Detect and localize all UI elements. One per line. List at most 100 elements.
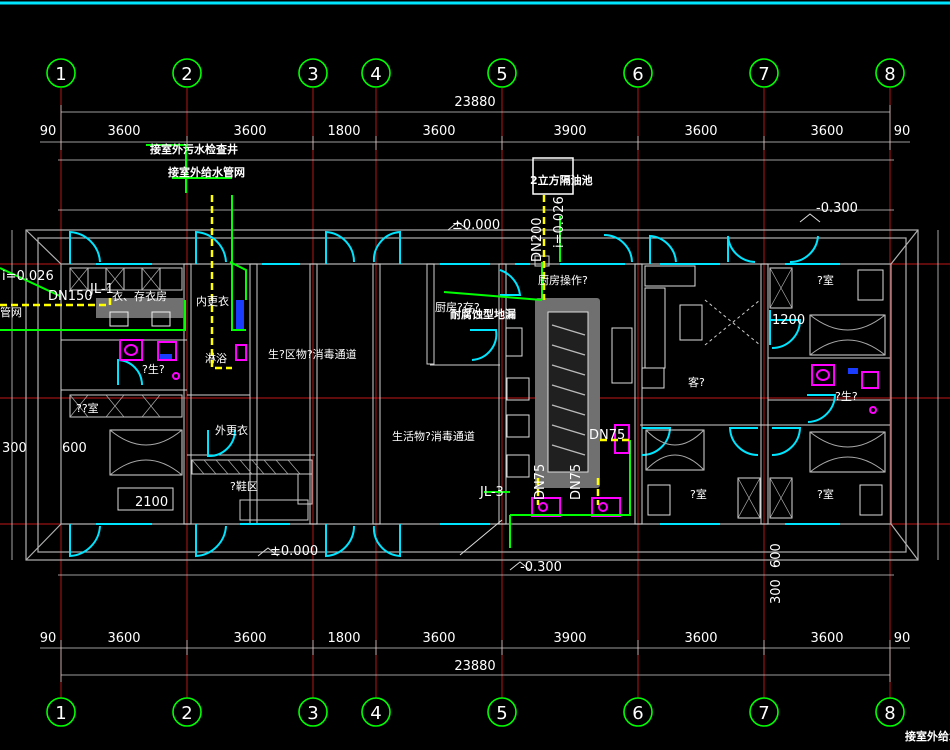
- axis-label-bottom-4: 4: [370, 703, 381, 724]
- axis-label-bottom-3: 3: [307, 703, 318, 724]
- room-bottom-right-right: ?室: [817, 487, 834, 501]
- segment-dim-top-1: 3600: [107, 124, 140, 139]
- total-dim-top: 23880: [454, 95, 495, 110]
- axis-label-bottom-7: 7: [758, 703, 769, 724]
- axis-label-bottom-6: 6: [632, 703, 643, 724]
- axis-label-top-5: 5: [496, 64, 507, 85]
- windows: [96, 263, 840, 525]
- label-dn75-b: DN75: [569, 464, 584, 500]
- axis-grid: [0, 88, 950, 698]
- room-top-right: ?室: [817, 273, 834, 287]
- segment-dim-top-3: 1800: [327, 124, 360, 139]
- axis-bubble-bottom-4: [361, 697, 391, 727]
- segment-dim-top-6: 3600: [684, 124, 717, 139]
- room-shoe-area: ?鞋区: [230, 479, 258, 493]
- axis-bubbles-bottom: 1 2 3 4 5 6 7 8: [46, 697, 905, 727]
- interior-walls: [61, 255, 890, 525]
- label-floor-drain: 耐腐蚀型地漏: [450, 307, 516, 321]
- axis-label-top-3: 3: [307, 64, 318, 85]
- segment-dim-bottom-4: 3600: [422, 631, 455, 646]
- room-left: ??室: [76, 401, 99, 415]
- axis-bubble-top-5: [487, 58, 517, 88]
- dimension-lines-side: [11, 230, 939, 560]
- fixtures: [69, 265, 886, 521]
- label-left-edge: 管网: [0, 305, 22, 319]
- label-water-valve: 接室外给水管网: [168, 165, 245, 179]
- segment-dim-bottom-7: 3600: [810, 631, 843, 646]
- blue-accents: [160, 300, 858, 374]
- total-dim-bottom: 23880: [454, 659, 495, 674]
- segment-dim-bottom-0: 90: [40, 631, 57, 646]
- grease-trap-box: [532, 157, 574, 195]
- axis-bubble-bottom-2: [172, 697, 202, 727]
- axis-label-top-1: 1: [55, 64, 66, 85]
- axis-bubble-top-4: [361, 58, 391, 88]
- axis-bubble-top-7: [749, 58, 779, 88]
- axis-bubble-bottom-1: [46, 697, 76, 727]
- room-kitchen-store: 厨房?存?: [435, 300, 480, 314]
- label-jl1: JL-1: [89, 282, 114, 297]
- segment-dim-top-5: 3900: [553, 124, 586, 139]
- dimension-lines-top: [40, 105, 910, 211]
- axis-label-bottom-2: 2: [181, 703, 192, 724]
- dimension-lines-bottom: [40, 574, 910, 682]
- segment-dims-top: 90 3600 3600 1800 3600 3900 3600 3600 90: [40, 124, 911, 139]
- axis-label-top-7: 7: [758, 64, 769, 85]
- side-dim-left-600: 600: [62, 441, 87, 456]
- segment-dim-top-4: 3600: [422, 124, 455, 139]
- label-dn150: DN150: [48, 289, 93, 304]
- axis-bubble-top-1: [46, 58, 76, 88]
- axis-label-bottom-8: 8: [884, 703, 895, 724]
- axis-label-bottom-5: 5: [496, 703, 507, 724]
- label-sewage-well: 接室外污水检查井: [150, 142, 238, 156]
- dim-1200: 1200: [772, 313, 805, 328]
- elev-bottom-right: -0.300: [520, 560, 562, 575]
- segment-dim-bottom-6: 3600: [684, 631, 717, 646]
- axis-bubble-bottom-3: [298, 697, 328, 727]
- axis-bubble-top-3: [298, 58, 328, 88]
- axis-label-top-6: 6: [632, 64, 643, 85]
- segment-dim-top-2: 3600: [233, 124, 266, 139]
- axis-bubble-top-6: [623, 58, 653, 88]
- label-slope-left: i=0.026: [2, 269, 54, 284]
- axis-bubble-bottom-6: [623, 697, 653, 727]
- side-dim-right-300: 300: [769, 579, 784, 604]
- label-jl3: JL-3: [479, 485, 504, 500]
- label-dn75-a: DN75: [533, 464, 548, 500]
- axis-bubbles-top: 1 2 3 4 5 6 7 8: [46, 58, 905, 88]
- segment-dim-top-7: 3600: [810, 124, 843, 139]
- axis-label-bottom-1: 1: [55, 703, 66, 724]
- room-storage: 衣、存衣房: [112, 289, 167, 303]
- axis-bubble-top-8: [875, 58, 905, 88]
- label-dn75-c: DN75: [589, 428, 625, 443]
- elev-bottom-left: ±0.000: [270, 544, 318, 559]
- axis-label-top-8: 8: [884, 64, 895, 85]
- elev-top-left: ±0.000: [452, 218, 500, 233]
- label-slope-mid: i=0.026: [552, 196, 567, 248]
- room-shower: 淋浴: [205, 352, 227, 365]
- segment-dim-top-8: 90: [894, 124, 911, 139]
- side-dim-right-600: 600: [769, 543, 784, 568]
- segment-dim-bottom-8: 90: [894, 631, 911, 646]
- axis-label-top-4: 4: [370, 64, 381, 85]
- room-passage-lower: 生活物?消毒通道: [392, 429, 475, 443]
- axis-bubble-bottom-7: [749, 697, 779, 727]
- room-outer-changing: 外更衣: [215, 423, 248, 437]
- label-dn200: DN200: [530, 217, 545, 262]
- dim-2100: 2100: [135, 495, 168, 510]
- segment-dim-top-0: 90: [40, 124, 57, 139]
- pipes: [0, 144, 631, 556]
- room-kitchen-op: 厨房操作?: [538, 273, 588, 287]
- axis-bubble-bottom-5: [487, 697, 517, 727]
- label-bottom-right: 接室外给水: [905, 729, 950, 743]
- axis-bubble-bottom-8: [875, 697, 905, 727]
- room-passage-upper: 生?区物?消毒通道: [268, 347, 357, 361]
- room-bottom-right-left: ?室: [690, 487, 707, 501]
- axis-label-top-2: 2: [181, 64, 192, 85]
- axis-bubble-top-2: [172, 58, 202, 88]
- elev-top-right: -0.300: [816, 201, 858, 216]
- room-guest: 客?: [688, 375, 705, 389]
